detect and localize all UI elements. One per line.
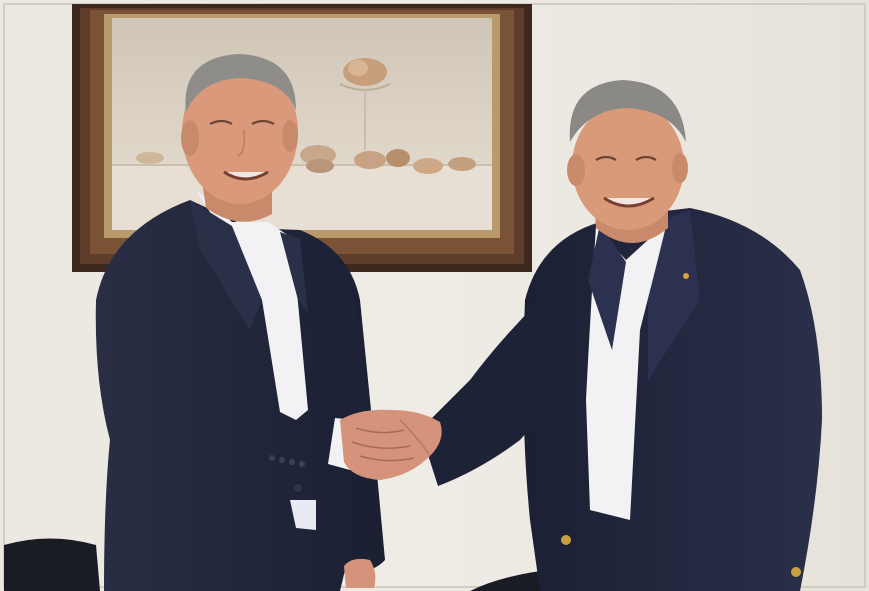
man-left bbox=[95, 54, 386, 591]
chair-left bbox=[4, 538, 100, 591]
hand-lower bbox=[344, 558, 376, 588]
handshake bbox=[340, 409, 442, 480]
man-right bbox=[420, 80, 822, 591]
